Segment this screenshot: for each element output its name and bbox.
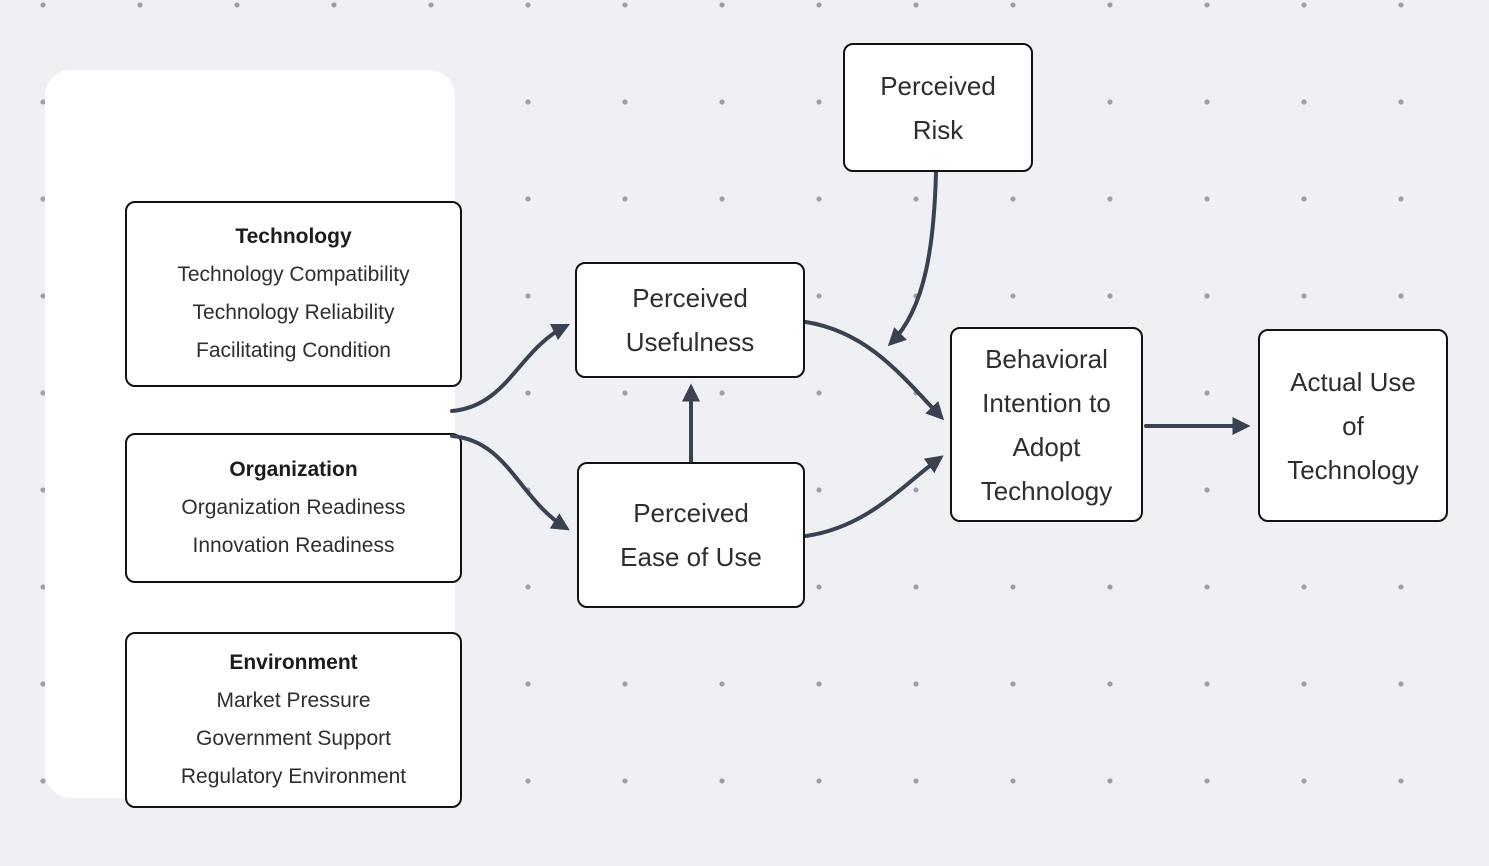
node-perceived-risk: Perceived Risk bbox=[843, 43, 1033, 172]
group-box-environment: Environment Market Pressure Government S… bbox=[125, 632, 462, 808]
group-item: Market Pressure bbox=[216, 689, 371, 712]
node-label-line: Behavioral bbox=[985, 343, 1108, 374]
node-label-line: of bbox=[1342, 410, 1364, 441]
node-actual-use: Actual Use of Technology bbox=[1258, 329, 1448, 522]
node-perceived-ease-of-use: Perceived Ease of Use bbox=[577, 462, 805, 608]
group-item: Innovation Readiness bbox=[192, 534, 395, 557]
group-item: Facilitating Condition bbox=[196, 339, 391, 362]
node-label-line: Risk bbox=[912, 114, 964, 145]
node-label-line: Perceived bbox=[633, 498, 749, 528]
node-label-line: Technology bbox=[980, 475, 1113, 506]
group-item: Technology Compatibility bbox=[177, 263, 410, 286]
edge-perceived-usefulness-to-behavioral-intention bbox=[804, 320, 945, 421]
node-label-line: Perceived bbox=[632, 283, 748, 313]
node-behavioral-intention: Behavioral Intention to Adopt Technology bbox=[950, 327, 1143, 522]
group-box-technology: Technology Technology Compatibility Tech… bbox=[125, 201, 462, 387]
node-label-line: Technology bbox=[1287, 454, 1419, 485]
edge-perceived-ease-of-use-to-behavioral-intention bbox=[804, 455, 944, 538]
toe-panel: Technology Technology Compatibility Tech… bbox=[45, 70, 462, 808]
edge-toe-panel-to-perceived-usefulness bbox=[450, 323, 571, 413]
edge-toe-panel-to-perceived-ease-of-use bbox=[450, 434, 570, 531]
node-label-line: Ease of Use bbox=[620, 542, 762, 572]
node-label-line: Usefulness bbox=[625, 327, 755, 357]
node-label-line: Actual Use bbox=[1290, 366, 1416, 397]
node-label-line: Intention to bbox=[982, 387, 1111, 418]
node-label-line: Perceived bbox=[880, 70, 996, 101]
group-box-organization: Organization Organization Readiness Inno… bbox=[125, 433, 462, 583]
group-item: Government Support bbox=[196, 727, 391, 750]
group-item: Organization Readiness bbox=[181, 496, 406, 519]
edge-perceived-risk-to-behavioral-intention bbox=[887, 171, 938, 347]
group-title-organization: Organization bbox=[229, 458, 358, 481]
node-label-line: Adopt bbox=[1012, 431, 1081, 462]
group-item: Regulatory Environment bbox=[180, 765, 407, 788]
group-item: Technology Reliability bbox=[192, 301, 395, 324]
group-title-environment: Environment bbox=[229, 651, 358, 674]
group-title-technology: Technology bbox=[235, 225, 352, 248]
node-perceived-usefulness: Perceived Usefulness bbox=[575, 262, 805, 378]
